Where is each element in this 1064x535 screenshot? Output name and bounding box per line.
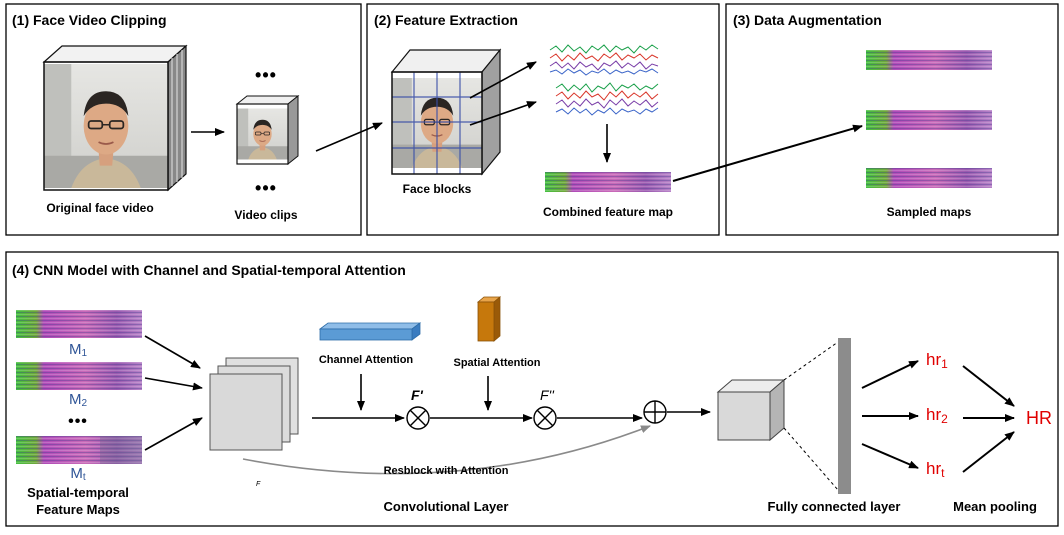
arrow-p1-to-p2 (315, 122, 383, 152)
label-face-blocks: Face blocks (403, 182, 472, 196)
projection-line-top (783, 341, 839, 381)
label-channel-attention: Channel Attention (319, 354, 414, 366)
multiply-operator-2 (533, 406, 557, 430)
label-combined-feature-map: Combined feature map (543, 205, 673, 219)
arrow-hrt-to-out (962, 431, 1015, 473)
label-hr2: hr2 (926, 405, 948, 426)
multiply-operator-1 (406, 406, 430, 430)
arrow-hr1-to-out (962, 365, 1015, 407)
feature-map-mt (16, 436, 142, 464)
panel-3-title: (3) Data Augmentation (733, 12, 882, 28)
label-sampled-maps: Sampled maps (887, 205, 972, 219)
feature-map-m1 (16, 310, 142, 338)
label-mean-pooling: Mean pooling (953, 499, 1037, 514)
label-fully-connected-layer: Fully connected layer (768, 499, 901, 514)
label-mt: Mt (70, 465, 86, 483)
label-m2: M2 (69, 391, 88, 409)
sampled-map-1 (866, 50, 992, 70)
signal-traces-group-2 (555, 82, 659, 116)
signal-traces-group-1 (549, 44, 659, 76)
panel-1-title: (1) Face Video Clipping (12, 12, 167, 28)
output-feature-cube (716, 378, 786, 442)
conv-layer-stack (209, 357, 299, 451)
combined-feature-map (545, 172, 671, 192)
feature-map-m2 (16, 362, 142, 390)
label-hrt: hrt (926, 459, 945, 480)
arrow-block-to-signal-2 (469, 101, 537, 126)
projection-line-bottom (783, 427, 839, 491)
panel-cnn-model: (4) CNN Model with Channel and Spatial-t… (5, 251, 1059, 527)
panel-1-border (5, 3, 362, 236)
arrow-m1-to-conv (144, 335, 201, 369)
label-video-clips: Video clips (234, 208, 297, 222)
label-maps-line-1: Spatial-temporal (27, 485, 129, 500)
arrow-fc-to-hrt (861, 443, 919, 469)
panel-face-video-clipping: (1) Face Video Clipping Original face vi… (5, 3, 362, 236)
arrow-mt-to-conv (144, 417, 203, 451)
label-maps-line-2: Feature Maps (36, 502, 120, 517)
label-original-face-video: Original face video (46, 201, 153, 215)
panel-data-augmentation: (3) Data Augmentation Sampled maps (725, 3, 1059, 236)
fully-connected-bar (838, 338, 851, 494)
arrow-fc-to-hr1 (861, 360, 919, 389)
ellipsis-top: ••• (255, 65, 277, 85)
label-f-double-prime: F'' (540, 387, 555, 403)
video-clip-cube (235, 94, 300, 166)
feature-maps-ellipsis: ••• (68, 413, 88, 430)
label-conv-layer: Convolutional Layer (384, 499, 509, 514)
channel-attention-box (318, 322, 422, 341)
panel-2-border (366, 3, 720, 236)
label-resblock: Resblock with Attention (384, 465, 509, 477)
arrow-m2-to-conv (144, 377, 203, 391)
panel-feature-extraction: (2) Feature Extraction Face blocks (366, 3, 720, 236)
spatial-attention-box (476, 296, 502, 342)
face-blocks-cube (390, 48, 502, 176)
add-operator (643, 400, 667, 424)
ellipsis-bottom: ••• (255, 178, 277, 198)
panel-2-title: (2) Feature Extraction (374, 12, 518, 28)
sampled-map-2 (866, 110, 992, 130)
label-f-prime: F' (411, 387, 424, 403)
arrow-block-to-signal-1 (469, 61, 537, 99)
residual-connection-curve (242, 425, 651, 475)
label-spatial-attention: Spatial Attention (454, 357, 541, 369)
panel-3-border (725, 3, 1059, 236)
panel-4-title: (4) CNN Model with Channel and Spatial-t… (12, 262, 406, 278)
label-m1: M1 (69, 341, 88, 359)
label-hr1: hr1 (926, 350, 948, 371)
original-face-video-cube (42, 44, 188, 192)
panel-4-border (5, 251, 1059, 527)
label-hr-output: HR (1026, 408, 1052, 428)
label-f-small: F (256, 481, 261, 488)
sampled-map-3 (866, 168, 992, 188)
arrow-p2-to-p3 (672, 124, 863, 182)
